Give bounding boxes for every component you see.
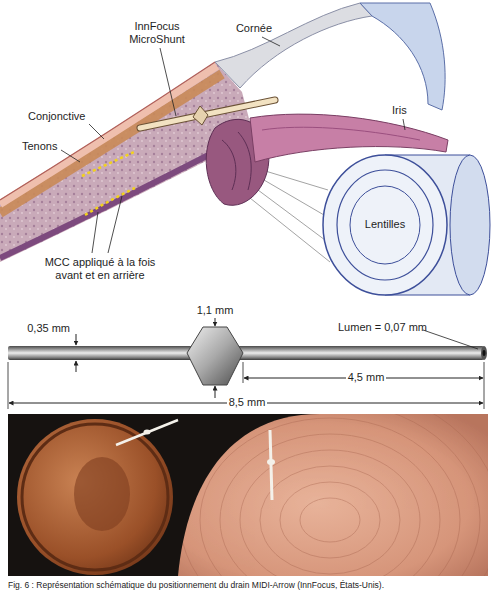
shunt-photo [116,420,178,445]
dimension-arrow [215,318,216,326]
cornea-cut [360,3,445,110]
cornea [215,3,372,88]
lumen [483,350,486,356]
leader-line [403,119,405,130]
leader-line [61,150,80,162]
dimension-arrow [76,361,77,372]
leader-line [89,124,104,139]
lens-edge [385,155,470,156]
iris-fold [262,127,420,140]
leader-line [92,212,98,253]
zonule [258,190,325,240]
conjunctiva-layer [0,66,217,204]
dimension-label: 8,5 mm [227,396,268,409]
part-label: Tenons [22,140,57,153]
shunt-fin-photo [267,459,275,465]
leader-line [108,196,122,253]
lens-edge [385,295,470,296]
conjunctiva-surface [0,62,215,200]
extension-line [243,362,244,383]
dimension-label: Lumen = 0,07 mm [338,321,427,334]
ciliary-fold [222,132,251,190]
dimension-arrow [76,334,77,345]
dimension-arrow [215,386,216,398]
part-label: Lentilles [363,218,407,231]
iris [250,114,448,162]
lens-front [323,155,447,295]
photo-background [8,414,488,576]
dimension-label: 0,35 mm [27,322,70,335]
zonule [264,180,324,215]
part-label: Cornée [236,22,272,35]
note-label: MCC appliqué à la fois avant et en arriè… [34,256,166,282]
part-label: Conjonctive [28,110,85,123]
shunt-fin [187,327,243,385]
penny [17,419,173,575]
extension-line [484,362,485,409]
photo [8,414,488,576]
mmc-area [85,188,135,215]
lens-ring [350,186,420,264]
shunt [140,100,275,128]
dimension-label: 1,1 mm [197,304,234,317]
tenon-layer [0,74,222,213]
choroid [0,146,226,258]
shunt-tube [8,346,484,360]
part-label: InnFocus MicroShunt [121,20,193,46]
dimension-label: 4,5 mm [346,371,387,384]
leader-line [262,37,280,46]
shunt-fin-photo [144,430,151,435]
leader-line [160,48,176,116]
penny-portrait [74,457,130,531]
zonule [250,198,330,262]
tube-end [481,346,487,360]
zonule [262,170,328,190]
shunt-outline [140,100,275,128]
leader-line [423,330,478,349]
lens-ring [337,170,433,280]
part-label: Iris [392,104,407,117]
extension-line [8,362,9,409]
lens-back [450,155,490,295]
fingerprint [160,414,488,576]
shunt-fin [193,106,208,125]
figure-caption: Fig. 6 : Représentation schématique du p… [8,580,384,590]
mmc-area [82,152,134,176]
penny-rim [22,424,168,570]
